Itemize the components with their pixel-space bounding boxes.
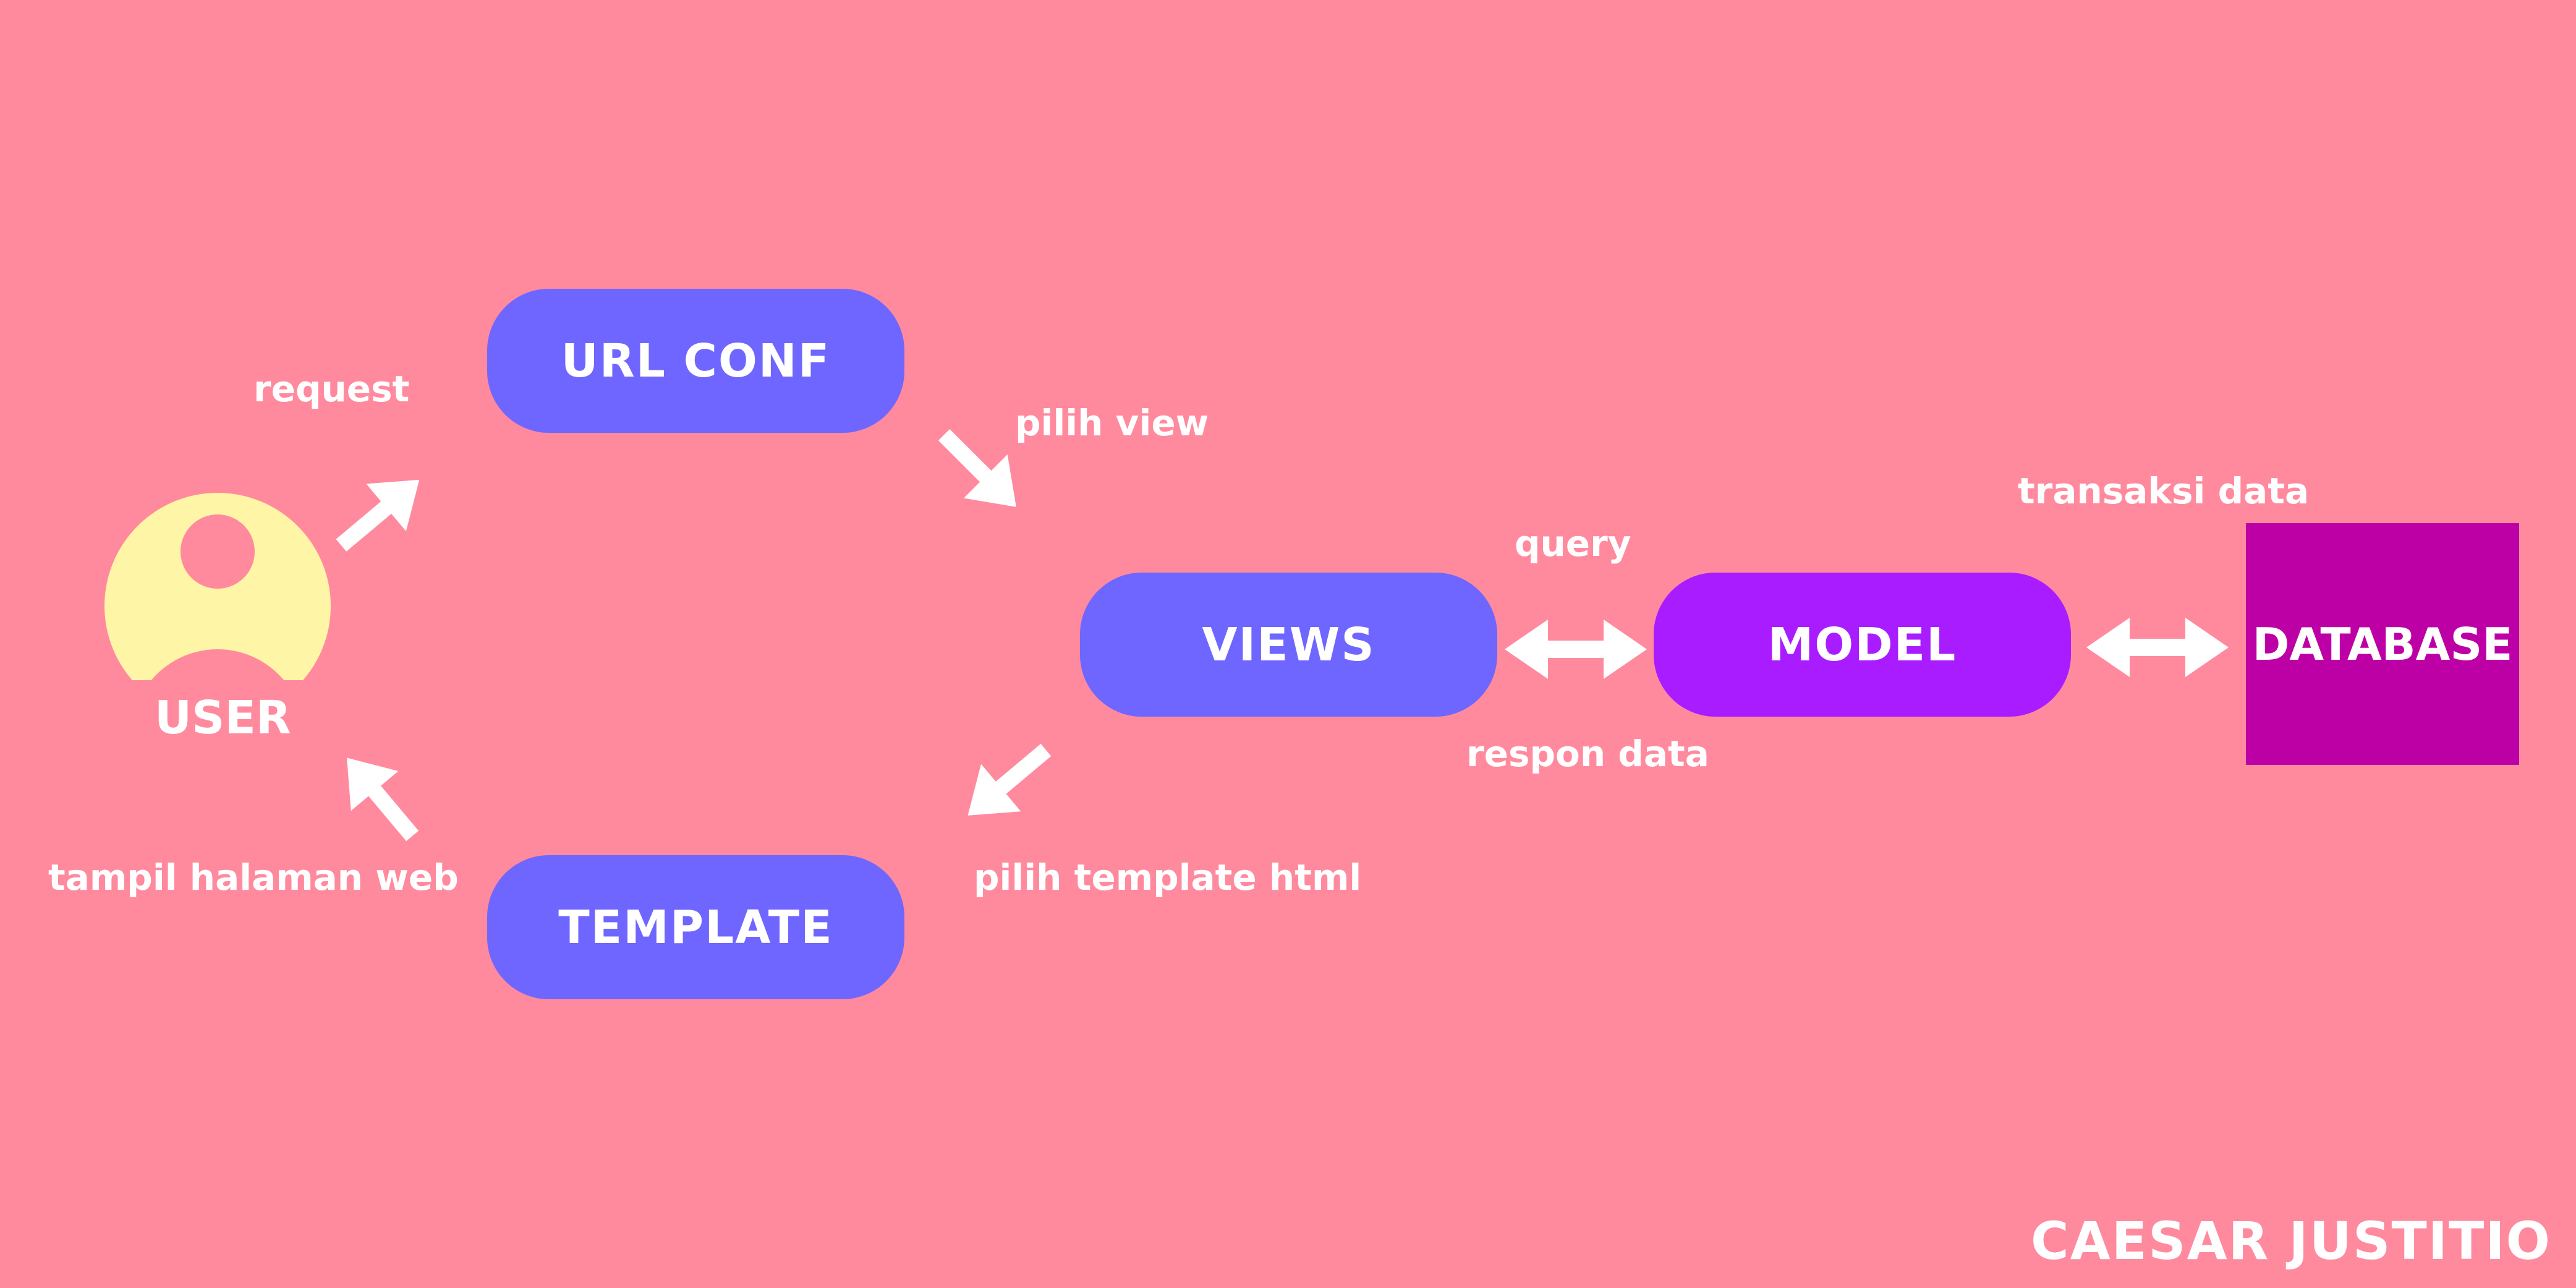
edge-label-pilih-view: pilih view [1015, 402, 1209, 444]
model-node: MODEL [1654, 573, 2071, 717]
arrow-icon [336, 479, 420, 552]
double-arrow-icon [1505, 620, 1647, 679]
arrow-icon [967, 743, 1052, 816]
edge-label-query: query [1515, 522, 1631, 565]
views-node: VIEWS [1080, 573, 1497, 717]
arrow-icon [347, 757, 419, 842]
double-arrow-icon [2086, 618, 2229, 677]
url-conf-node: URL CONF [487, 289, 904, 433]
template-node: TEMPLATE [487, 855, 904, 999]
edge-label-respon-data: respon data [1466, 733, 1709, 775]
edge-label-pilih-template: pilih template html [974, 856, 1362, 898]
edge-label-request: request [253, 368, 410, 410]
edge-label-transaksi-data: transaksi data [2018, 470, 2310, 512]
database-node: DATABASE [2246, 523, 2519, 765]
author-credit: CAESAR JUSTITIO [2031, 1211, 2551, 1271]
arrow-icon [938, 429, 1016, 507]
user-icon [104, 493, 331, 719]
user-label: USER [155, 691, 291, 744]
edge-label-tampil-halaman: tampil halaman web [48, 856, 459, 898]
